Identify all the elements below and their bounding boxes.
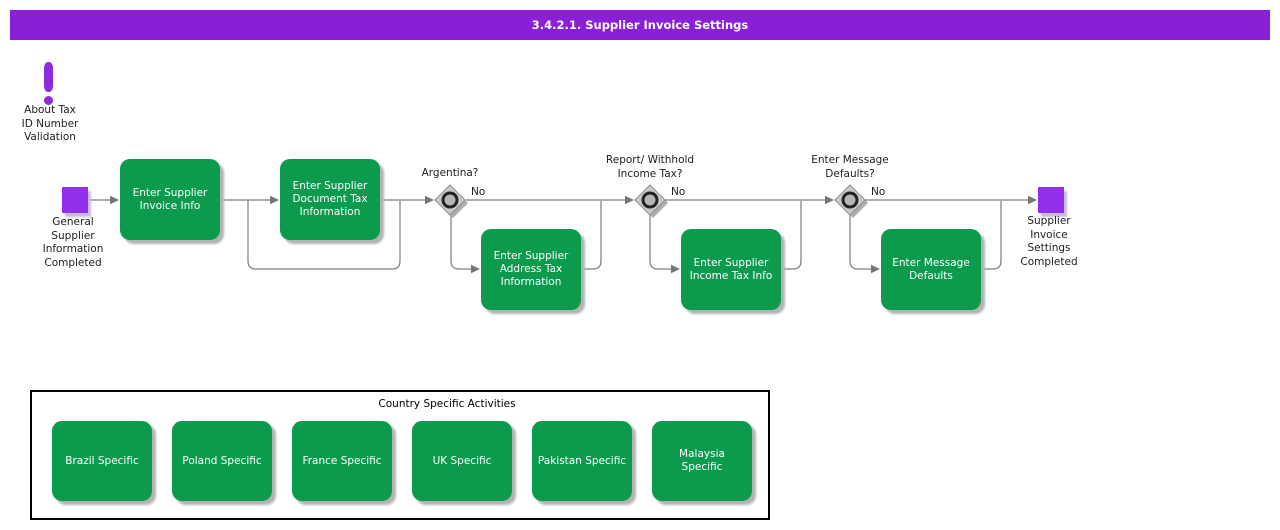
decision-label-message-defaults: Enter Message Defaults? [811,154,889,180]
task-enter-supplier-invoice-info[interactable]: Enter Supplier Invoice Info [120,159,220,240]
connector-defaults-rejoin [981,201,1002,270]
connector-argentina-yes [450,215,472,270]
country-label: Poland Specific [182,454,262,467]
country-label: Brazil Specific [65,454,139,467]
task-enter-supplier-income-tax-info[interactable]: Enter Supplier Income Tax Info [681,229,781,310]
exclamation-bar [44,62,53,92]
panel-title: Country Specific Activities [378,398,516,410]
connector-lines [88,199,1029,270]
country-label: France Specific [302,454,382,467]
note-label: About Tax ID Number Validation [21,104,79,143]
task-label: Enter Supplier Income Tax Info [689,256,773,282]
gateway-circle-icon [641,191,659,209]
country-label: Pakistan Specific [537,454,627,467]
start-node-label: General Supplier Information Completed [42,216,104,269]
decision-diamond-argentina [434,184,468,218]
country-uk-specific[interactable]: UK Specific [412,421,512,501]
exclamation-icon[interactable] [40,58,58,108]
country-specific-activities-panel: Country Specific Activities Brazil Speci… [30,390,770,520]
decision-no-label: No [871,186,886,198]
task-label: Enter Supplier Document Tax Information [292,180,368,218]
country-label: Malaysia Specific [679,448,725,473]
decision-no-label: No [471,186,486,198]
task-label: Enter Supplier Invoice Info [132,186,208,212]
start-node [62,187,88,213]
arrow-icon [625,195,634,205]
decision-diamond-message-defaults [834,184,868,218]
arrow-icon [1028,195,1037,205]
connector-defaults-yes [849,215,872,270]
task-label: Enter Supplier Address Tax Information [493,250,569,288]
task-enter-message-defaults[interactable]: Enter Message Defaults [881,229,981,310]
decision-diamond-withhold-income-tax [634,184,668,218]
decision-no-label: No [671,186,686,198]
diagram-title-bar: 3.4.2.1. Supplier Invoice Settings [10,10,1270,40]
arrow-icon [471,264,480,274]
task-enter-supplier-document-tax-information[interactable]: Enter Supplier Document Tax Information [280,159,380,240]
arrow-icon [871,264,880,274]
arrow-icon [825,195,834,205]
arrow-icon [110,195,119,205]
arrow-icon [425,195,434,205]
arrow-icon [270,195,279,205]
decision-label-withhold-income-tax: Report/ Withhold Income Tax? [605,154,695,180]
decision-label-argentina: Argentina? [421,167,479,179]
country-brazil-specific[interactable]: Brazil Specific [52,421,152,501]
arrow-icon [671,264,680,274]
arrowheads [110,195,1037,274]
exclamation-dot [44,96,53,105]
connector-address-tax-rejoin [581,201,602,270]
country-pakistan-specific[interactable]: Pakistan Specific [532,421,632,501]
connector-income-tax-rejoin [781,201,802,270]
country-france-specific[interactable]: France Specific [292,421,392,501]
diagram-title: 3.4.2.1. Supplier Invoice Settings [531,18,749,32]
gateway-circle-icon [841,191,859,209]
gateway-circle-icon [441,191,459,209]
end-node [1038,187,1064,213]
country-poland-specific[interactable]: Poland Specific [172,421,272,501]
country-malaysia-specific[interactable]: Malaysia Specific [652,421,752,501]
task-label: Enter Message Defaults [892,256,970,282]
end-node-label: Supplier Invoice Settings Completed [1020,215,1078,268]
country-label: UK Specific [432,454,492,467]
task-enter-supplier-address-tax-information[interactable]: Enter Supplier Address Tax Information [481,229,581,310]
connector-withhold-yes [649,215,672,270]
connector-bypass-doc-tax [247,200,401,270]
